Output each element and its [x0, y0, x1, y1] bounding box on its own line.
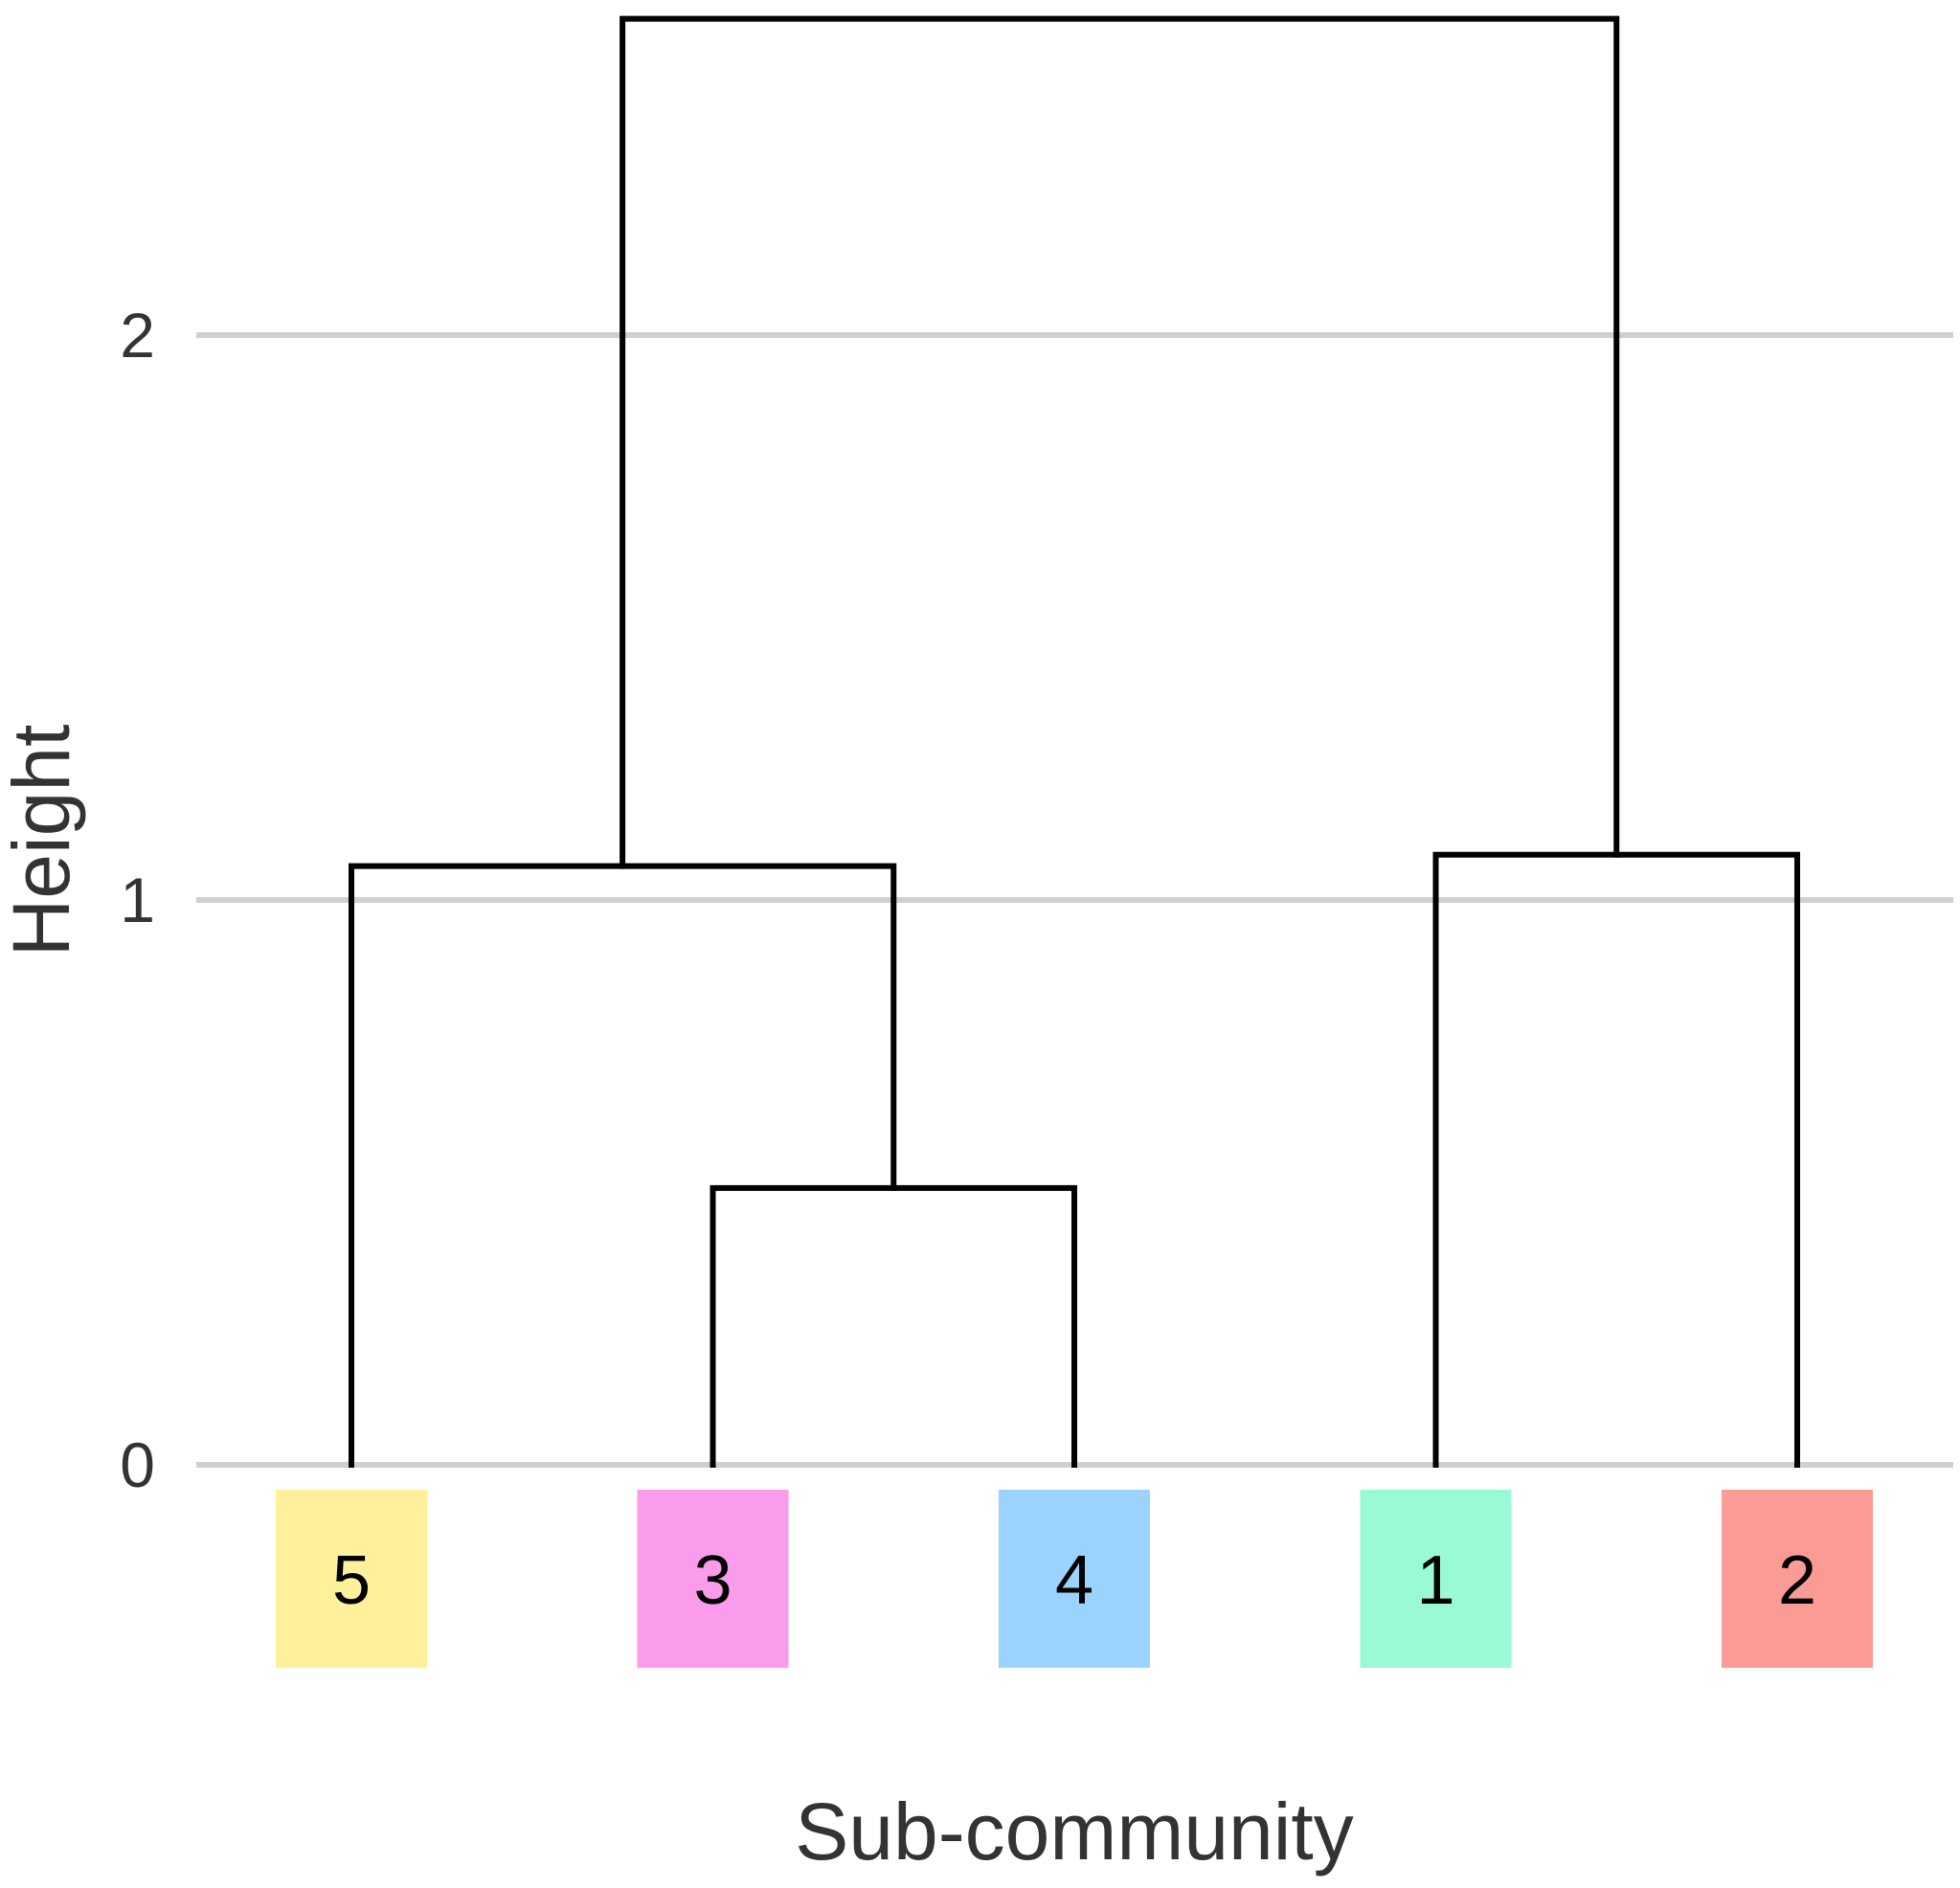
leaf-label-2: 2: [1778, 1542, 1816, 1619]
leaf-label-3: 3: [693, 1542, 732, 1619]
leaf-box-1: [1360, 1490, 1512, 1668]
leaf-labels: 5 3 4 1 2: [276, 1490, 1873, 1668]
leaf-box-2: [1722, 1490, 1873, 1668]
y-axis-ticks: 0 1 2: [120, 300, 155, 1500]
branch-merge-4: [620, 15, 1620, 869]
y-tick-label-1: 1: [120, 865, 155, 935]
leaf-label-4: 4: [1055, 1542, 1093, 1619]
branch-merge-2: [349, 863, 897, 1468]
y-tick-label-0: 0: [120, 1429, 155, 1500]
y-axis-title: Height: [0, 725, 86, 957]
y-tick-label-2: 2: [120, 300, 155, 371]
branch-merge-3: [1432, 851, 1800, 1468]
leaf-box-4: [999, 1490, 1150, 1668]
branch-merge-1: [710, 1184, 1077, 1468]
dendrogram-branches: [349, 15, 1800, 1468]
leaf-label-1: 1: [1416, 1542, 1454, 1619]
leaf-box-3: [637, 1490, 789, 1668]
leaf-box-5: [276, 1490, 427, 1668]
leaf-label-5: 5: [332, 1542, 371, 1619]
x-axis-title: Sub-community: [795, 1787, 1354, 1877]
